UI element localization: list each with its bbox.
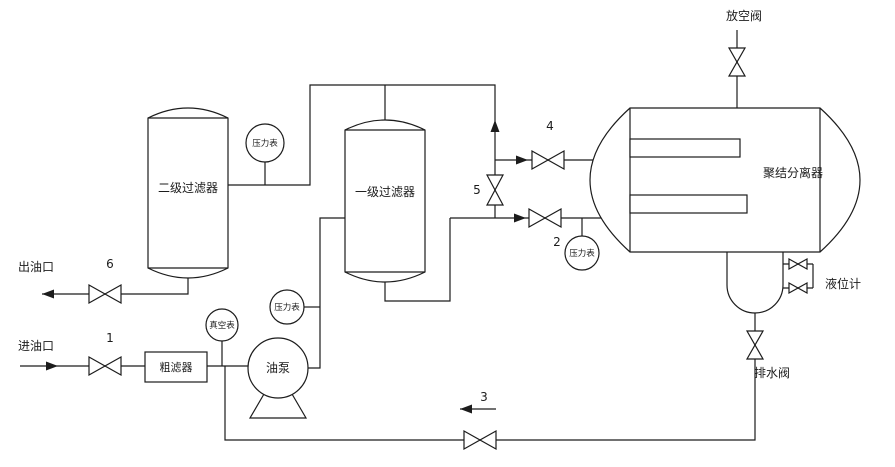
valve-4 — [531, 149, 550, 171]
pressure-gauge-separator — [564, 235, 600, 271]
flow-arrow-inlet — [46, 361, 58, 371]
flow-arrow-riser — [490, 120, 500, 132]
vent-valve-body — [727, 60, 747, 77]
separator-sump — [726, 284, 784, 314]
vent-valve-label: 放空阀 — [726, 8, 762, 23]
level-gauge-valve-bottom — [788, 281, 800, 295]
coalescing-separator-internal-2 — [629, 194, 748, 214]
valve-4-number: 4 — [546, 119, 554, 133]
valve-3-body — [478, 429, 497, 451]
valve-1-number: 1 — [106, 331, 114, 345]
coarse-filter-label: 粗滤器 — [160, 361, 193, 374]
vent-valve — [727, 47, 747, 64]
flow-arrow-lower-inlet — [514, 213, 526, 223]
drain-valve-label: 排水阀 — [754, 366, 790, 380]
valve-1 — [88, 355, 107, 377]
oil-pump-stand — [248, 393, 308, 419]
flow-arrow-outlet — [42, 289, 54, 299]
secondary-filter-label: 二级过滤器 — [158, 181, 218, 195]
oil-pump-label: 油泵 — [266, 361, 290, 375]
valve-2 — [528, 207, 547, 229]
level-gauge-valve-top-body — [796, 257, 808, 271]
valve-6-body — [103, 283, 122, 305]
flow-arrow-recirculation — [460, 404, 472, 414]
coarse-filter — [144, 351, 208, 383]
pressure-gauge-separator-label: 压力表 — [569, 248, 595, 259]
inlet-label: 进油口 — [18, 339, 54, 353]
coalescing-separator-label: 聚结分离器 — [763, 165, 823, 180]
valve-6-number: 6 — [106, 257, 114, 271]
outlet-label: 出油口 — [18, 260, 54, 274]
valve-1-body — [103, 355, 122, 377]
valve-6 — [88, 283, 107, 305]
vacuum-gauge — [205, 308, 239, 342]
pressure-gauge-pump — [269, 289, 305, 325]
vacuum-gauge-label: 真空表 — [209, 320, 235, 331]
primary-filter — [344, 119, 426, 283]
valve-5-body — [486, 188, 504, 206]
valve-3 — [463, 429, 482, 451]
valve-5-number: 5 — [473, 183, 481, 197]
primary-filter-label: 一级过滤器 — [355, 185, 415, 199]
discharge-line — [308, 217, 345, 369]
coalescing-separator-internal-1 — [629, 138, 741, 158]
pressure-gauge-secondary-label: 压力表 — [252, 138, 278, 149]
drain-valve-body — [745, 343, 765, 360]
drain-valve — [745, 330, 765, 347]
primary-filter-bottom-line — [384, 218, 451, 302]
valve-3-number: 3 — [480, 390, 488, 404]
level-gauge-label: 液位计 — [825, 276, 861, 291]
valve-4-body — [546, 149, 565, 171]
valve-5 — [486, 174, 504, 192]
level-gauge-valve-top — [788, 257, 800, 271]
pressure-gauge-pump-label: 压力表 — [274, 302, 300, 313]
flow-arrow-upper-inlet — [516, 155, 528, 165]
pressure-gauge-secondary — [245, 123, 285, 163]
level-gauge-valve-bottom-body — [796, 281, 808, 295]
valve-2-body — [543, 207, 562, 229]
oil-pump — [247, 337, 309, 399]
valve-2-number: 2 — [553, 235, 561, 249]
